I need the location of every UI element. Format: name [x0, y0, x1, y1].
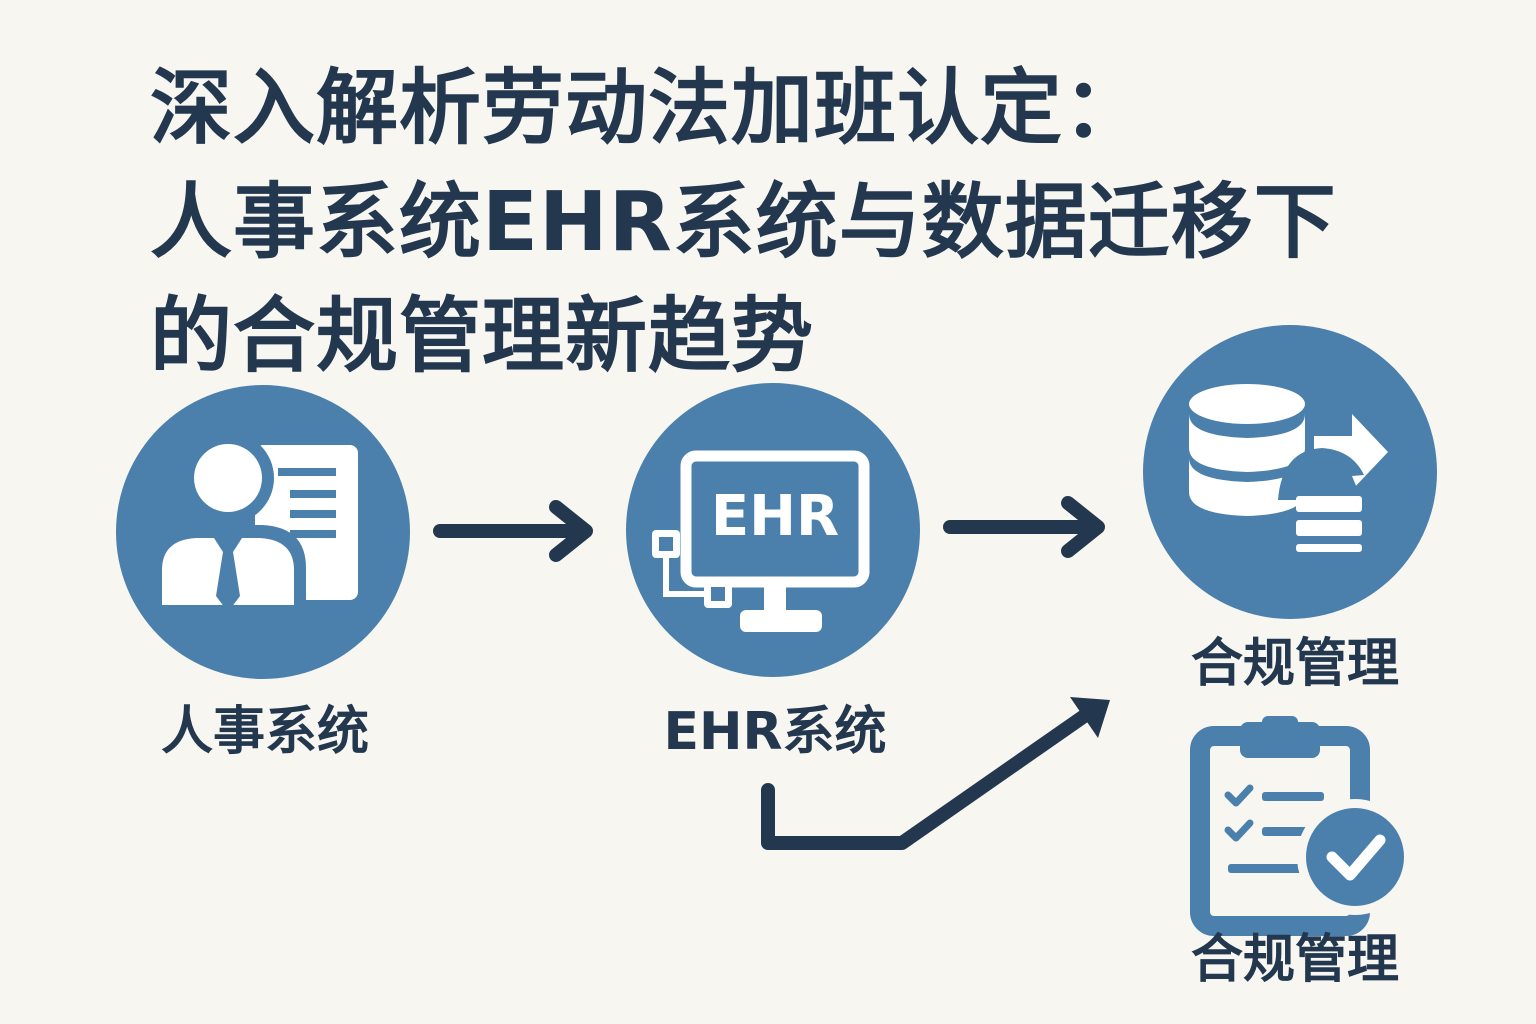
title-line-2: 人事系统EHR系统与数据迁移下	[150, 175, 1337, 270]
arrow-ehr-to-compliance	[943, 496, 1105, 558]
compliance-checklist-label: 合规管理	[1190, 930, 1399, 990]
ehr-screen-text: EHR	[711, 484, 839, 549]
arrow-hr-to-ehr	[433, 500, 593, 562]
ehr-system-label: EHR系统	[663, 702, 887, 762]
clipboard-check-icon	[1190, 716, 1413, 936]
ehr-system-node: EHR	[626, 383, 920, 677]
compliance-data-node	[1143, 325, 1437, 619]
compliance-checklist-node	[1190, 716, 1413, 936]
arrow-ehr-to-checklist	[761, 697, 1110, 850]
database-arrow-icon	[1189, 384, 1388, 552]
page-title: 深入解析劳动法加班认定： 人事系统EHR系统与数据迁移下 的合规管理新趋势	[150, 52, 1450, 394]
hr-system-node	[116, 385, 410, 679]
hr-system-label: 人事系统	[160, 702, 369, 762]
title-line-3: 的合规管理新趋势	[150, 289, 815, 384]
person-document-icon	[150, 432, 358, 618]
monitor-icon: EHR	[652, 450, 870, 632]
title-line-1: 深入解析劳动法加班认定：	[150, 61, 1147, 156]
compliance-data-label: 合规管理	[1190, 634, 1399, 694]
